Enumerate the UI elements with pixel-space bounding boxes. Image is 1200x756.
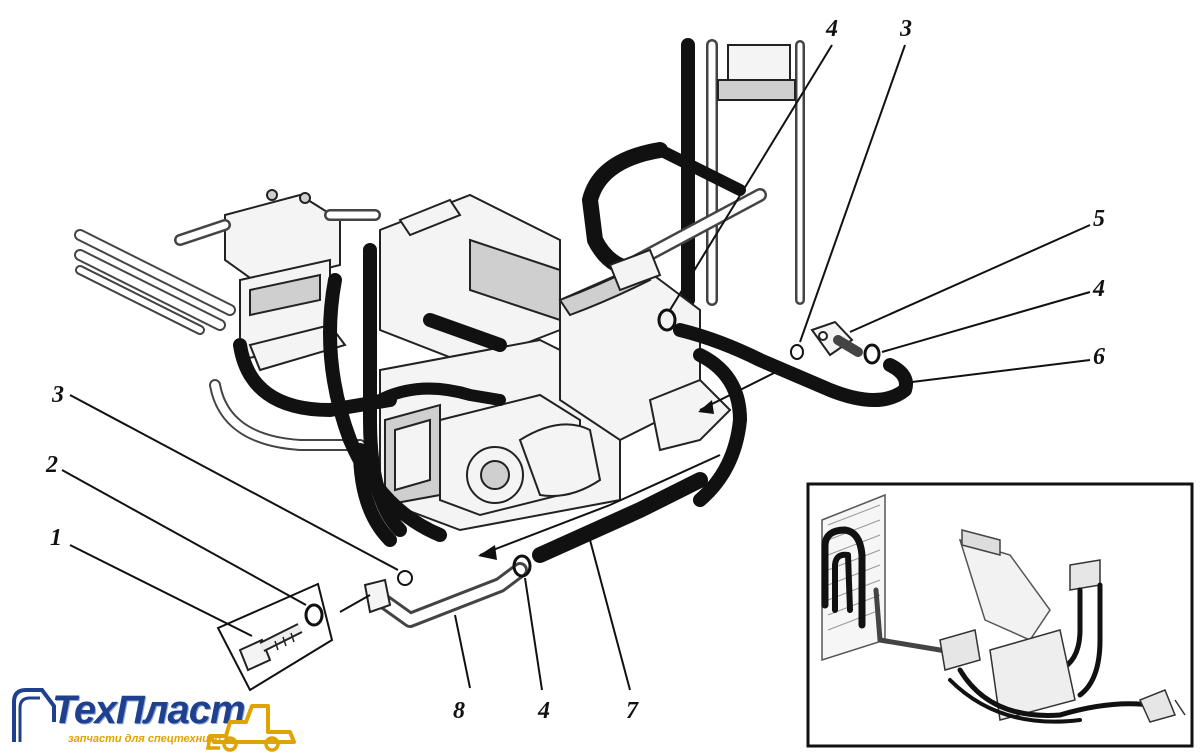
ring-part-4-bottom <box>512 554 532 578</box>
filter-housing <box>174 189 381 372</box>
ring-part-3-right <box>790 344 804 360</box>
vertical-pipes <box>681 38 805 307</box>
fitting-part-5 <box>810 320 863 357</box>
callout-5: 5 <box>1093 206 1105 232</box>
brand-tagline: запчасти для спецтехники <box>68 733 222 745</box>
callout-4-right: 4 <box>1092 276 1105 302</box>
excavator-outline-icon <box>12 688 56 742</box>
diagonal-top-pipe <box>582 142 767 278</box>
callout-4-top: 4 <box>825 16 838 42</box>
ring-part-4-right <box>863 343 881 365</box>
black-hoses <box>233 243 913 563</box>
callout-8: 8 <box>453 698 465 724</box>
left-rail-pipes <box>74 229 366 451</box>
callout-3-left: 3 <box>51 382 64 408</box>
leader-lines <box>61 44 1091 691</box>
brand-logo-text: ТехПласт <box>52 688 246 732</box>
flow-arrows <box>478 369 781 560</box>
callout-7: 7 <box>626 698 639 724</box>
callout-2: 2 <box>45 452 58 478</box>
loader-icon <box>206 704 296 752</box>
callout-1: 1 <box>50 525 62 551</box>
inset-overview <box>806 482 1194 748</box>
ring-part-4-top <box>657 308 677 332</box>
tube-part-8 <box>363 562 528 628</box>
callout-3-top: 3 <box>899 16 912 42</box>
callout-labels: 1 2 3 3 4 4 4 5 6 7 8 <box>45 16 1105 724</box>
ring-part-3-bottom <box>397 570 413 586</box>
callout-6: 6 <box>1093 344 1105 370</box>
washer-part-2 <box>304 603 324 627</box>
callout-4-bottom: 4 <box>537 698 550 724</box>
bolt-part-1 <box>216 582 334 692</box>
